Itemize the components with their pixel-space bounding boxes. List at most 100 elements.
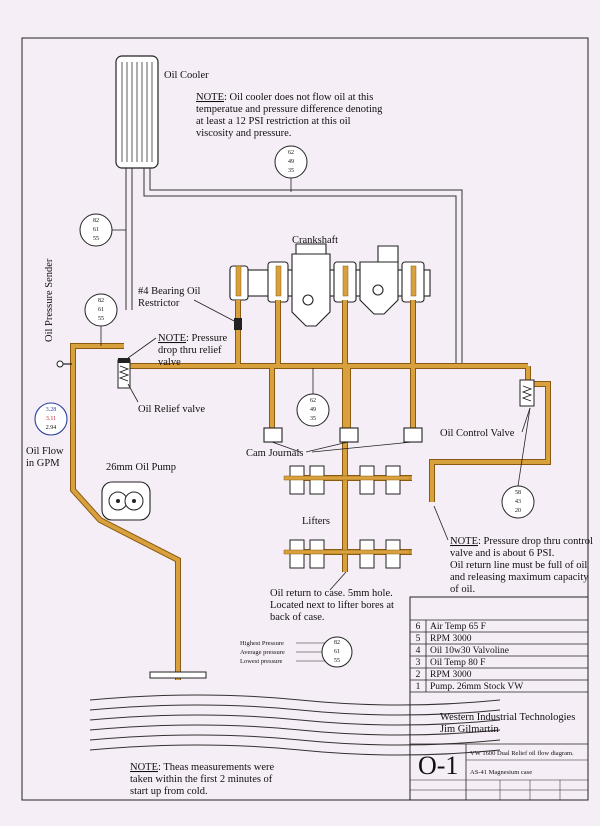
gauge-left-upper: 82 61 55 [79, 213, 113, 247]
pressure-legend: Highest Pressure Average pressure Lowest… [240, 636, 353, 668]
svg-text:Lowest pressure: Lowest pressure [240, 658, 283, 665]
gauge-right: 58 43 20 [501, 485, 535, 519]
oil-flow-label-1: Oil Flow [26, 446, 64, 457]
svg-text:taken within the first 2 minut: taken within the first 2 minutes of [130, 774, 273, 785]
svg-text:RPM 3000: RPM 3000 [430, 634, 472, 644]
svg-text:82: 82 [334, 640, 340, 646]
oil-sump [89, 694, 501, 756]
svg-text:1: 1 [416, 682, 421, 692]
svg-text:4: 4 [416, 646, 421, 656]
svg-text:5: 5 [416, 634, 421, 644]
svg-text:NOTE: Oil cooler does not flow: NOTE: Oil cooler does not flow oil at th… [196, 92, 373, 103]
svg-text:Located next to lifter bores a: Located next to lifter bores at [270, 600, 394, 611]
svg-text:3.28: 3.28 [46, 407, 57, 413]
svg-text:82: 82 [93, 218, 99, 224]
oil-cooler-label: Oil Cooler [164, 70, 209, 81]
svg-text:58: 58 [515, 490, 521, 496]
svg-text:NOTE: Pressure: NOTE: Pressure [158, 333, 227, 344]
title-block [409, 596, 589, 801]
svg-text:2.94: 2.94 [46, 425, 57, 431]
oil-pressure-sender [56, 360, 72, 368]
svg-text:61: 61 [98, 307, 104, 313]
svg-text:55: 55 [334, 658, 340, 664]
svg-text:drop thru relief: drop thru relief [158, 345, 222, 356]
svg-text:Oil return to case. 5mm hole.: Oil return to case. 5mm hole. [270, 588, 393, 599]
control-valve-label: Oil Control Valve [440, 428, 515, 439]
author-name: Jim Gilmartin [440, 724, 499, 735]
gauge-center: 62 49 35 [296, 393, 330, 427]
note-measurements: NOTE: Theas measurements were taken with… [130, 762, 274, 797]
svg-text:Oil 10w30 Valvoline: Oil 10w30 Valvoline [430, 646, 509, 656]
gauge-cooler: 62 49 35 [274, 145, 308, 179]
relief-valve-label: Oil Relief valve [138, 404, 205, 415]
lifters-label: Lifters [302, 516, 330, 527]
oil-pump [101, 481, 151, 521]
bearing-restrictor [234, 318, 242, 330]
svg-text:Average pressure: Average pressure [240, 649, 285, 656]
svg-text:3.11: 3.11 [46, 416, 56, 422]
title-block-rows: 6 Air Temp 65 F 5 RPM 3000 4 Oil 10w30 V… [416, 622, 524, 692]
svg-text:35: 35 [288, 168, 294, 174]
svg-text:62: 62 [288, 150, 294, 156]
svg-text:55: 55 [93, 236, 99, 242]
crankshaft [229, 243, 431, 327]
drawing-description: VW 1600 Dual Relief oil flow diagram. [470, 750, 574, 757]
svg-text:2: 2 [416, 670, 421, 680]
svg-text:62: 62 [310, 398, 316, 404]
svg-text:valve: valve [158, 357, 181, 368]
svg-text:back of case.: back of case. [270, 612, 325, 623]
svg-text:55: 55 [98, 316, 104, 322]
svg-text:viscosity and pressure.: viscosity and pressure. [196, 128, 291, 139]
oil-control-valve [519, 379, 535, 407]
svg-text:start up from cold.: start up from cold. [130, 786, 208, 797]
sheet-border [21, 37, 589, 801]
bearing-label-1: #4 Bearing Oil [138, 286, 200, 297]
svg-text:temperatue and pressure differ: temperatue and pressure difference denot… [196, 104, 383, 115]
svg-text:61: 61 [334, 649, 340, 655]
svg-text:Oil Temp 80 F: Oil Temp 80 F [430, 658, 485, 668]
svg-text:82: 82 [98, 298, 104, 304]
svg-text:20: 20 [515, 508, 521, 514]
svg-text:NOTE: Pressure drop thru contr: NOTE: Pressure drop thru control [450, 536, 593, 547]
svg-text:NOTE: Theas measurements were: NOTE: Theas measurements were [130, 762, 274, 773]
note-control-valve: NOTE: Pressure drop thru control valve a… [450, 536, 593, 595]
drawing-material: AS-41 Magnesium case [470, 769, 532, 776]
gauge-oil-flow: 3.28 3.11 2.94 [34, 402, 68, 436]
crank-oil-feeds [235, 265, 417, 297]
svg-text:valve and is about 6 PSI.: valve and is about 6 PSI. [450, 548, 554, 559]
gauge-left-lower: 82 61 55 [84, 293, 118, 327]
oil-pickup [149, 671, 207, 679]
note-oil-return: Oil return to case. 5mm hole. Located ne… [270, 588, 394, 623]
svg-text:Pump. 26mm Stock VW: Pump. 26mm Stock VW [430, 682, 523, 692]
svg-text:of oil.: of oil. [450, 584, 475, 595]
svg-text:and releasing maximum capacity: and releasing maximum capacity [450, 572, 589, 583]
company-name: Western Industrial Technologies [440, 712, 575, 723]
oil-relief-valve [117, 358, 131, 389]
note-relief: NOTE: Pressure drop thru relief valve [158, 333, 227, 368]
svg-text:Air Temp 65 F: Air Temp 65 F [430, 622, 486, 632]
bearing-leader [193, 299, 237, 323]
svg-text:3: 3 [416, 658, 421, 668]
oil-flow-label-2: in GPM [26, 458, 60, 469]
cam-journals [263, 427, 423, 443]
bearing-label-2: Restrictor [138, 298, 180, 309]
svg-text:at least a 12 PSI restriction: at least a 12 PSI restriction at this oi… [196, 116, 351, 127]
svg-text:Oil return line must be full o: Oil return line must be full of oil [450, 560, 587, 571]
svg-text:6: 6 [416, 622, 421, 632]
cooler-lines [125, 168, 463, 364]
oil-cooler [115, 55, 159, 169]
pressure-sender-label: Oil Pressure Sender [44, 258, 55, 342]
oil-pump-label: 26mm Oil Pump [106, 462, 176, 473]
note-oil-cooler: NOTE: Oil cooler does not flow oil at th… [196, 92, 383, 139]
svg-text:43: 43 [515, 499, 521, 505]
svg-text:49: 49 [288, 159, 294, 165]
svg-text:35: 35 [310, 416, 316, 422]
svg-text:49: 49 [310, 407, 316, 413]
svg-text:61: 61 [93, 227, 99, 233]
drawing-number: O-1 [418, 751, 458, 780]
svg-text:Highest Pressure: Highest Pressure [240, 640, 284, 647]
crankshaft-label: Crankshaft [292, 235, 338, 246]
svg-text:RPM 3000: RPM 3000 [430, 670, 472, 680]
cam-journals-label: Cam Journals [246, 448, 303, 459]
